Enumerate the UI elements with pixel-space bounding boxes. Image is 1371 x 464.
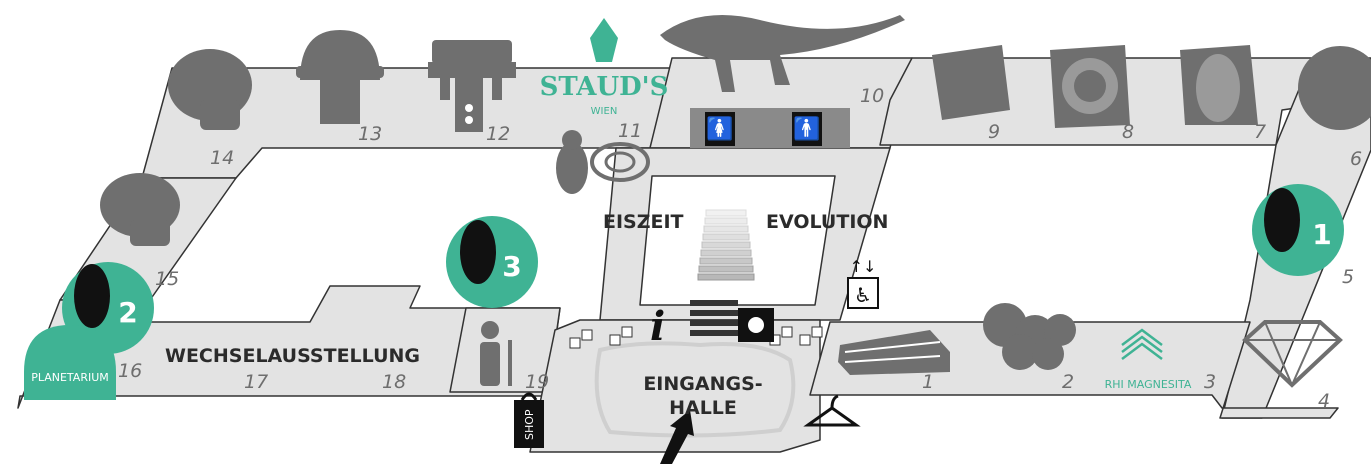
restroom-men-icon[interactable] <box>792 112 822 146</box>
rhi-mark-icon <box>1121 328 1163 360</box>
dinosaur-skeleton-icon <box>660 15 905 92</box>
wheelchair-glyph: ♿ <box>854 283 872 307</box>
svg-text:PLANETARIUM: PLANETARIUM <box>31 371 109 384</box>
room-numbers: 1 2 3 4 5 6 7 8 9 10 11 12 13 14 15 16 1… <box>118 85 1362 412</box>
svg-text:2: 2 <box>118 296 137 329</box>
area-label-eiszeit: EISZEIT <box>603 211 684 233</box>
badge-1[interactable]: 1 <box>1252 184 1344 276</box>
mineral-cluster-icon <box>983 303 1076 370</box>
room-number: 15 <box>155 268 179 290</box>
assembly-point-icon[interactable] <box>738 308 774 342</box>
area-label-eingangshalle-2: HALLE <box>669 397 737 419</box>
coat-hanger-icon[interactable] <box>803 394 861 427</box>
svg-text:WIEN: WIEN <box>591 106 618 117</box>
info-icon[interactable]: i <box>650 303 665 350</box>
man-glyph: 🚹 <box>793 116 820 142</box>
globe-icon <box>1298 46 1371 130</box>
room-number: 9 <box>988 121 1000 143</box>
rhi-magnesita-logo[interactable]: RHI MAGNESITA <box>1105 328 1192 391</box>
skull-icon <box>100 173 180 246</box>
room-number: 4 <box>1318 390 1330 412</box>
up-down-arrows: ↑↓ <box>850 257 877 276</box>
crystal-icon <box>838 330 950 375</box>
restroom-women-icon[interactable] <box>705 112 735 146</box>
fossil-fish-icon <box>932 45 1010 120</box>
toucan-icon <box>460 220 496 284</box>
area-label-evolution: EVOLUTION <box>766 211 888 233</box>
staircase <box>690 209 755 336</box>
room-number: 13 <box>358 123 382 145</box>
ammonite-icon <box>1050 45 1130 128</box>
skull-icon <box>168 49 252 130</box>
woman-glyph: 🚺 <box>706 116 733 142</box>
room-number: 2 <box>1062 371 1074 393</box>
room-number: 18 <box>382 371 406 393</box>
area-label-wechselausstellung: WECHSELAUSSTELLUNG <box>165 345 420 367</box>
trilobite-icon <box>1180 45 1258 125</box>
svg-text:3: 3 <box>502 250 521 283</box>
horse-figurine-icon <box>428 40 516 132</box>
room-number: 10 <box>860 85 884 107</box>
spiral-icon <box>590 142 650 182</box>
figure-icon <box>590 18 618 62</box>
svg-text:STAUD'S: STAUD'S <box>540 72 669 102</box>
diamond-icon <box>1242 320 1343 388</box>
room-number: 11 <box>618 120 642 142</box>
area-label-eingangshalle-1: EINGANGS- <box>643 373 762 395</box>
room-number: 7 <box>1254 121 1266 143</box>
entrance-floor-pattern <box>594 341 796 438</box>
shop-icon[interactable]: SHOP <box>514 392 544 448</box>
stauds-logo[interactable]: STAUD'S WIEN <box>540 18 669 117</box>
room-number: 16 <box>118 360 142 382</box>
elderly-icon <box>480 321 512 386</box>
elevator-icon[interactable]: ♿ ↑↓ <box>847 257 879 309</box>
helmet-icon <box>296 30 384 124</box>
svg-text:SHOP: SHOP <box>523 409 536 440</box>
svg-text:1: 1 <box>1312 218 1331 251</box>
toucan-icon <box>1264 188 1300 252</box>
room-number: 8 <box>1122 121 1134 143</box>
entrance-arrow-icon <box>660 410 694 464</box>
svg-text:RHI MAGNESITA: RHI MAGNESITA <box>1105 378 1192 391</box>
room-number: 5 <box>1342 266 1354 288</box>
room-number: 14 <box>210 147 234 169</box>
venus-figurine-icon <box>556 130 588 194</box>
room-number: 12 <box>486 123 510 145</box>
room-number: 19 <box>525 371 549 393</box>
room-number: 3 <box>1204 371 1216 393</box>
room-number: 6 <box>1350 148 1362 170</box>
door-marks <box>569 326 823 349</box>
room-number: 1 <box>922 371 934 393</box>
svg-text:i: i <box>650 303 665 350</box>
planetarium-icon[interactable]: PLANETARIUM <box>24 325 116 400</box>
toucan-icon <box>74 264 110 328</box>
room-number: 17 <box>244 371 268 393</box>
badge-3[interactable]: 3 <box>446 216 538 308</box>
